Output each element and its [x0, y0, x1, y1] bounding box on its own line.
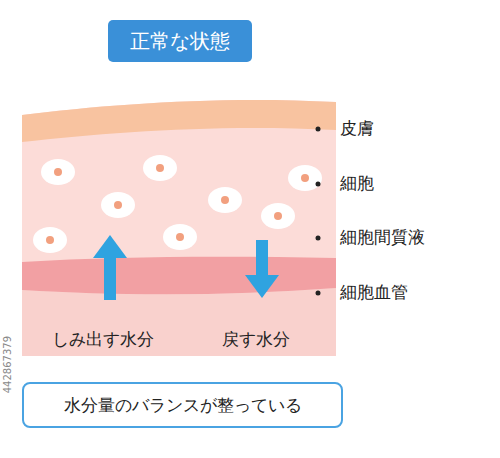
- arrow-label: しみ出す水分: [52, 329, 154, 349]
- title-box: 正常な状態: [108, 20, 252, 62]
- water-arrows: [93, 235, 279, 300]
- layer-label: 細胞血管: [340, 282, 408, 302]
- layer-label: 皮膚: [340, 118, 374, 138]
- leader-dots: [316, 127, 321, 296]
- interstitial-area: [22, 100, 336, 356]
- layer-label: 細胞間質液: [340, 227, 425, 247]
- layer-label: 細胞: [340, 173, 374, 193]
- lower-tissue: [22, 288, 336, 356]
- box-text: 水分量のバランスが整っている: [64, 394, 302, 417]
- blood-vessel-band: [22, 257, 336, 294]
- arrow-label: 戻す水分: [222, 329, 290, 349]
- skin-band: [22, 100, 336, 142]
- cells: [33, 155, 322, 253]
- caption-box: 水分量のバランスが整っている: [22, 382, 343, 428]
- watermark: 442867379: [2, 336, 13, 393]
